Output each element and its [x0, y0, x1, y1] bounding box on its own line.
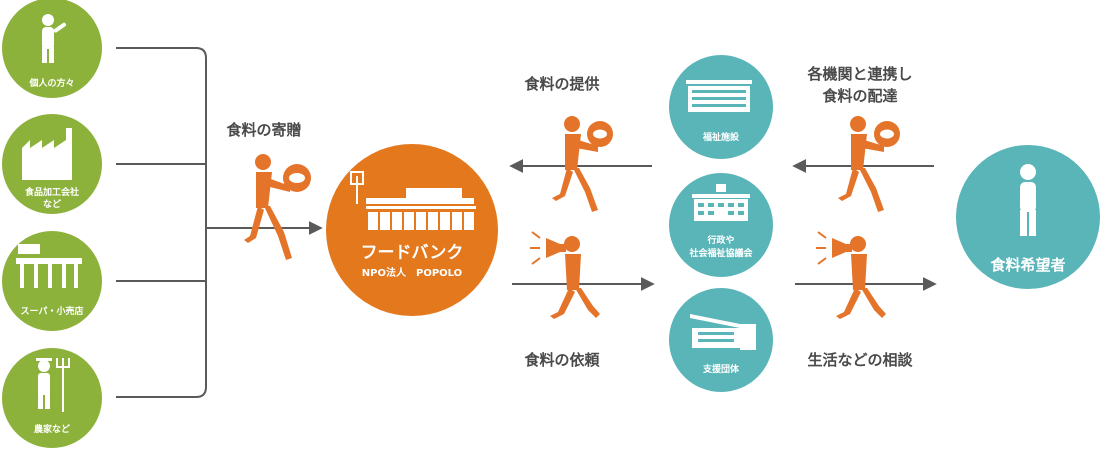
- person-carrying-food-icon: [244, 154, 311, 260]
- donor-bracket: [116, 47, 323, 398]
- factory-icon: [22, 128, 72, 180]
- foodbank-circle: [326, 144, 498, 316]
- recipient-circle: [956, 145, 1100, 289]
- building-icon: [686, 80, 752, 112]
- donor-individual-label: 個人の方々: [29, 79, 75, 89]
- consultation-label: 生活などの相談: [807, 351, 913, 369]
- school-icon: [692, 184, 750, 221]
- government-label-sub: 社会福祉協議会: [689, 249, 753, 259]
- supply-label: 食料の提供: [524, 75, 600, 93]
- donor-farmer-label: 農家など: [33, 425, 70, 435]
- office-icon: [690, 314, 756, 350]
- person-megaphone-icon: [816, 231, 886, 319]
- person-icon: [42, 14, 66, 63]
- agency-welfare-facility: [669, 55, 773, 159]
- warehouse-icon: [350, 171, 476, 230]
- government-label: 行政や: [707, 236, 735, 246]
- agency-government: [669, 173, 773, 277]
- agency-support-group: [669, 288, 773, 392]
- recipient-person-icon: [1020, 164, 1036, 236]
- donor-individual: [2, 0, 102, 98]
- person-carrying-food-icon: [552, 116, 613, 212]
- donor-food-processor-label: 食品加工会社: [24, 188, 79, 198]
- donor-farmer: [2, 348, 102, 448]
- support-group-label: 支援団体: [702, 365, 739, 375]
- foodbank-org: NPO法人 POPOLO: [361, 268, 463, 279]
- welfare-facility-label: 福祉施設: [702, 133, 739, 143]
- donor-food-processor: [2, 114, 102, 214]
- cooperation-label-sub: 食料の配達: [822, 87, 898, 105]
- donor-supermarket-label: スーパ・小売店: [20, 307, 84, 317]
- person-megaphone-icon: [530, 231, 600, 319]
- donor-food-processor-label-sub: など: [42, 200, 61, 210]
- request-label: 食料の依頼: [524, 351, 600, 369]
- donor-supermarket: [2, 231, 102, 331]
- donation-label: 食料の寄贈: [226, 121, 302, 139]
- recipient-label: 食料希望者: [990, 256, 1066, 274]
- foodbank-name: フードバンク: [360, 243, 464, 263]
- person-carrying-food-icon: [838, 116, 900, 212]
- farmer-icon: [36, 358, 70, 412]
- cooperation-label: 各機関と連携し: [807, 65, 913, 83]
- store-icon: [16, 244, 82, 288]
